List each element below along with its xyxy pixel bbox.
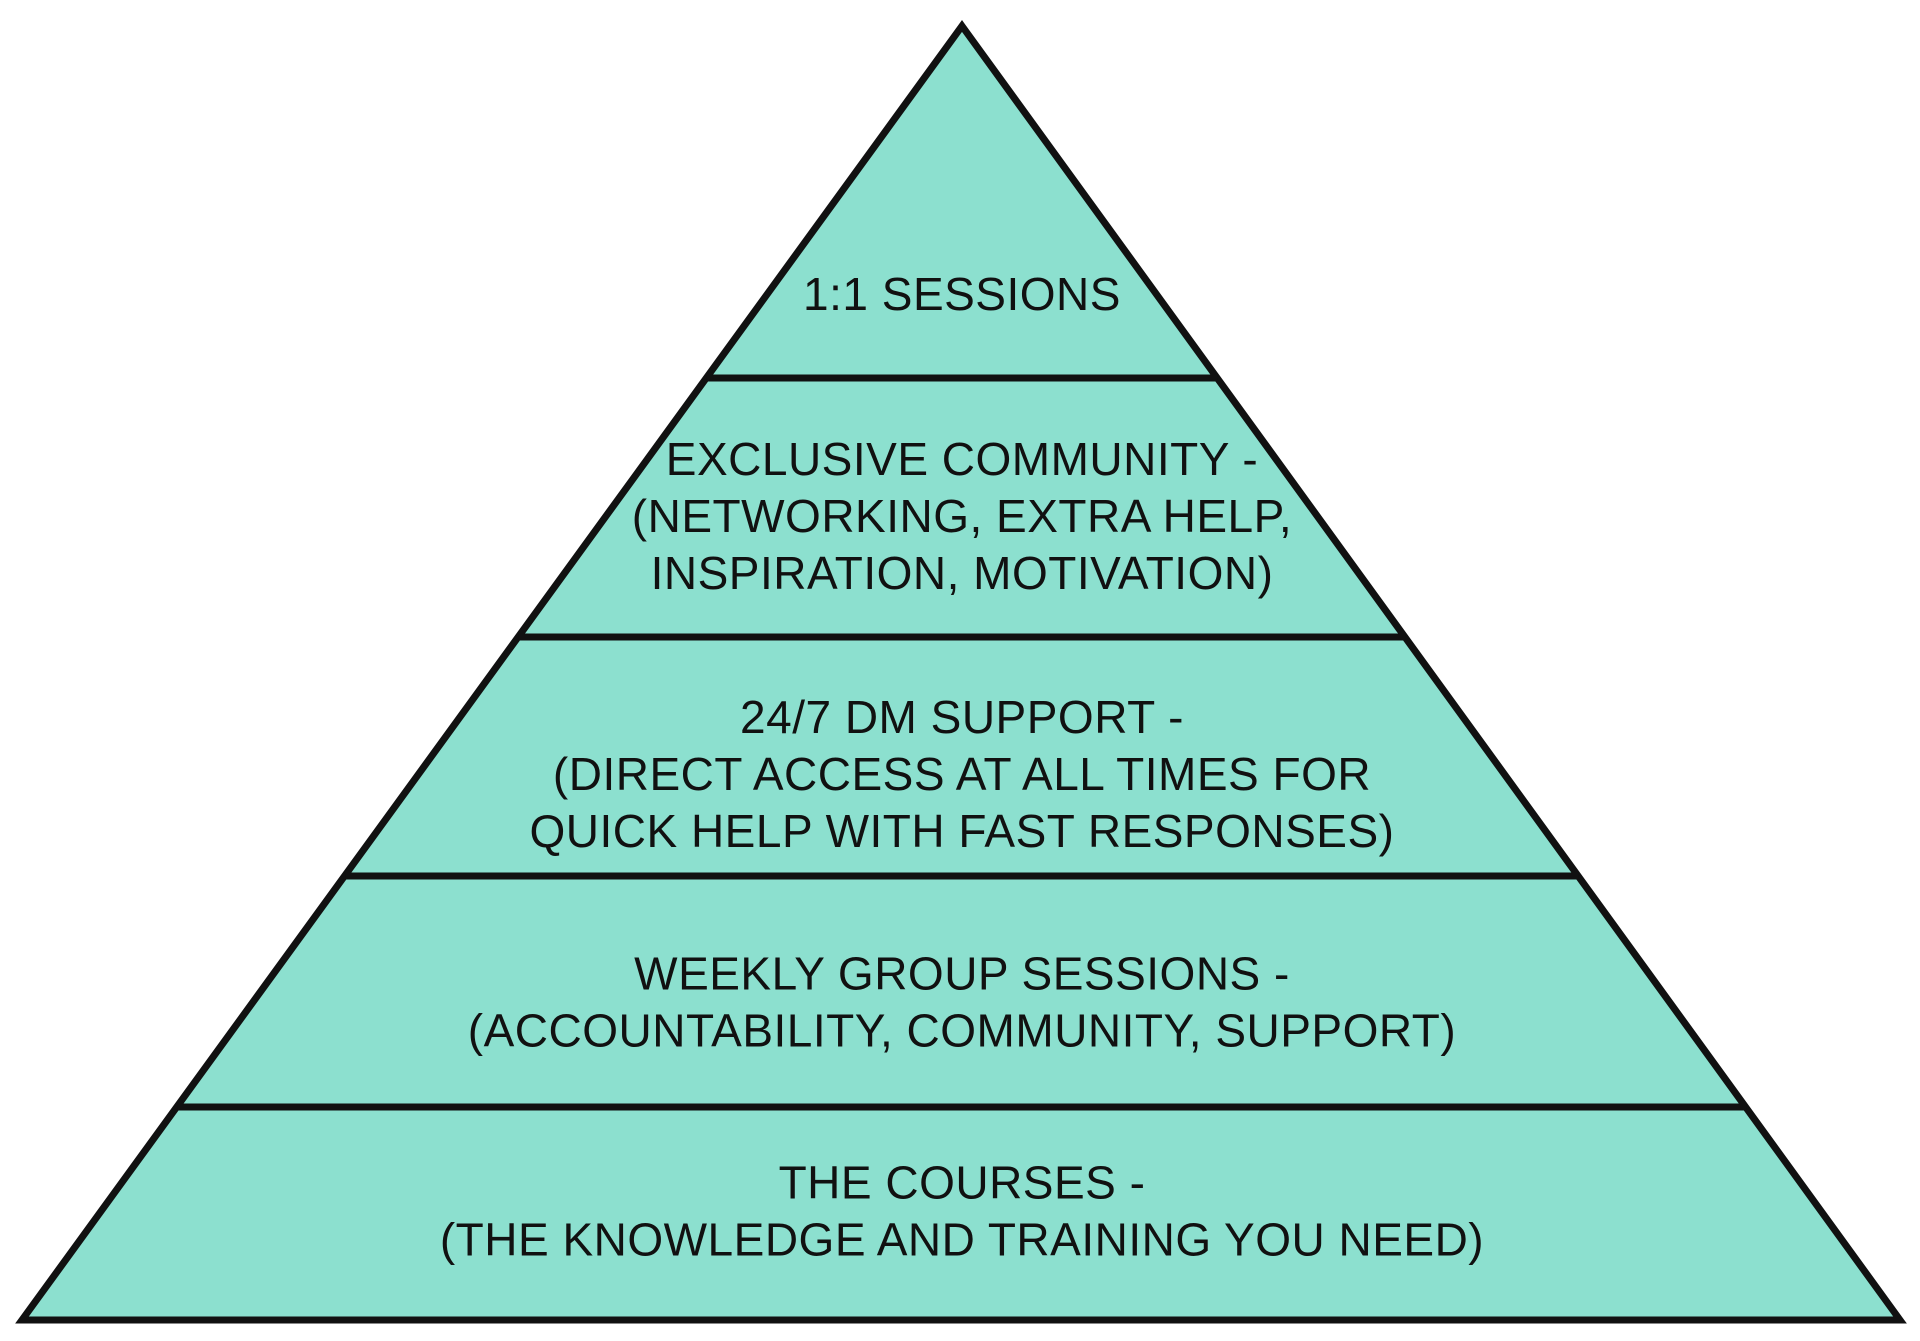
tier-5-label: THE COURSES -(THE KNOWLEDGE AND TRAINING… xyxy=(440,1157,1484,1266)
tier-labels: 1:1 SESSIONS EXCLUSIVE COMMUNITY -(NETWOR… xyxy=(440,268,1484,1266)
pyramid-shape xyxy=(15,20,1907,1324)
tier-2-label: EXCLUSIVE COMMUNITY -(NETWORKING, EXTRA … xyxy=(632,433,1292,599)
tier-dividers xyxy=(177,374,1747,1111)
tier-label-line: (NETWORKING, EXTRA HELP, xyxy=(632,490,1292,542)
tier-label-line: (ACCOUNTABILITY, COMMUNITY, SUPPORT) xyxy=(468,1005,1456,1057)
tier-label-line: INSPIRATION, MOTIVATION) xyxy=(651,547,1274,599)
tier-1-label: 1:1 SESSIONS xyxy=(803,268,1121,320)
tier-label-line: EXCLUSIVE COMMUNITY - xyxy=(666,433,1258,485)
tier-label-line: 24/7 DM SUPPORT - xyxy=(740,691,1184,743)
tier-3-label: 24/7 DM SUPPORT -(DIRECT ACCESS AT ALL T… xyxy=(530,691,1395,857)
tier-label-line: WEEKLY GROUP SESSIONS - xyxy=(634,948,1290,1000)
tier-label-line: (DIRECT ACCESS AT ALL TIMES FOR xyxy=(553,748,1371,800)
tier-label-line: 1:1 SESSIONS xyxy=(803,268,1121,320)
tier-4-label: WEEKLY GROUP SESSIONS -(ACCOUNTABILITY, … xyxy=(468,948,1456,1057)
tier-label-line: QUICK HELP WITH FAST RESPONSES) xyxy=(530,805,1395,857)
tier-label-line: THE COURSES - xyxy=(779,1157,1146,1209)
tier-label-line: (THE KNOWLEDGE AND TRAINING YOU NEED) xyxy=(440,1214,1484,1266)
